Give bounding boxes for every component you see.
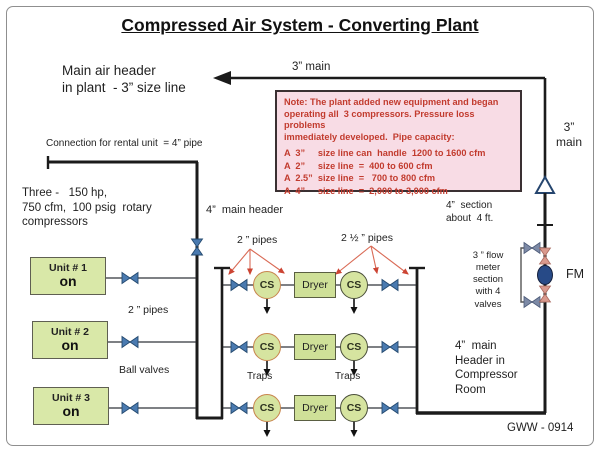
compressor-specs-label: Three - 150 hp, 750 cfm, 100 psig rotary… <box>22 187 152 229</box>
pipes-2-left-label: 2 ” pipes <box>128 304 169 316</box>
valve-icon <box>539 247 551 265</box>
valve-icon <box>230 279 248 291</box>
traps-right-label: Traps <box>335 371 361 382</box>
unit-1-box: Unit # 1 on <box>30 257 106 295</box>
main-air-header-label: Main air header in plant - 3” size line <box>62 63 186 96</box>
dryer-row3: Dryer <box>294 395 336 421</box>
trap-arrow-icon <box>349 298 359 315</box>
flow-meter-label: 3 ” flow meter section with 4 valves <box>472 250 504 310</box>
red-pointer-line <box>370 245 409 275</box>
pipes-2-top-label: 2 ” pipes <box>237 234 278 246</box>
fm-label: FM <box>566 267 585 281</box>
separator-row1-right: CS <box>340 271 368 299</box>
arrow-left-icon <box>213 71 231 85</box>
check-valve-icon <box>534 174 556 194</box>
valve-icon <box>230 341 248 353</box>
ball-valves-label: Ball valves <box>119 364 170 376</box>
valve-icon <box>523 296 541 308</box>
valve-icon <box>539 285 551 303</box>
note-capacity-line: A 4” size line = 2,000 to 3,000 cfm <box>284 185 448 196</box>
right-main-label: 3” main <box>555 120 582 150</box>
unit-3-box: Unit # 3 on <box>33 387 109 425</box>
main-header-4-label: 4” main header <box>206 204 284 216</box>
unit-1-name: Unit # 1 <box>49 262 87 274</box>
note-intro: Note: The plant added new equipment and … <box>284 97 499 142</box>
dryer-row2: Dryer <box>294 334 336 360</box>
separator-row3-left: CS <box>253 394 281 422</box>
separator-row3-right: CS <box>340 394 368 422</box>
note-capacity-line: A 3” size line can handle 1200 to 1600 c… <box>284 148 486 159</box>
red-pointer-line <box>249 248 285 274</box>
separator-row2-left: CS <box>253 333 281 361</box>
page-border <box>6 6 594 446</box>
valve-icon <box>230 402 248 414</box>
trap-arrow-icon <box>349 421 359 438</box>
trap-arrow-icon <box>262 298 272 315</box>
traps-left-label: Traps <box>247 371 273 382</box>
red-pointer-line <box>370 245 379 275</box>
unit-2-state: on <box>61 337 79 353</box>
valve-icon <box>121 272 139 284</box>
note-capacity-line: A 2.5” size line = 700 to 800 cfm <box>284 173 436 184</box>
top-main-label: 3” main <box>292 61 331 73</box>
note-capacity-line: A 2” size line = 400 to 600 cfm <box>284 160 433 171</box>
compressor-room-label: 4” main Header in Compressor Room <box>455 340 518 397</box>
separator-row1-left: CS <box>253 271 281 299</box>
note-box: Note: The plant added new equipment and … <box>275 90 522 196</box>
trap-arrow-icon <box>262 421 272 438</box>
unit-1-state: on <box>59 273 77 289</box>
rental-connection-label: Connection for rental unit = 4” pipe <box>46 138 203 149</box>
unit-3-state: on <box>62 403 80 419</box>
valve-icon <box>381 341 399 353</box>
unit-3-name: Unit # 3 <box>52 392 90 404</box>
dryer-row1: Dryer <box>294 272 336 298</box>
valve-icon <box>381 402 399 414</box>
valve-icon <box>121 402 139 414</box>
separator-row2-right: CS <box>340 333 368 361</box>
footer-code: GWW - 0914 <box>507 422 574 434</box>
page-title: Compressed Air System - Converting Plant <box>121 15 479 35</box>
red-pointer-line <box>335 245 372 275</box>
unit-2-name: Unit # 2 <box>51 326 89 338</box>
section-4-label: 4” section about 4 ft. <box>446 200 494 224</box>
valve-icon <box>191 238 203 256</box>
flow-meter-icon <box>537 265 553 285</box>
valve-icon <box>523 242 541 254</box>
unit-2-box: Unit # 2 on <box>32 321 108 359</box>
pipes-2-5-top-label: 2 ½ ” pipes <box>341 232 393 244</box>
red-pointer-line <box>228 248 251 275</box>
valve-icon <box>381 279 399 291</box>
valve-icon <box>121 336 139 348</box>
